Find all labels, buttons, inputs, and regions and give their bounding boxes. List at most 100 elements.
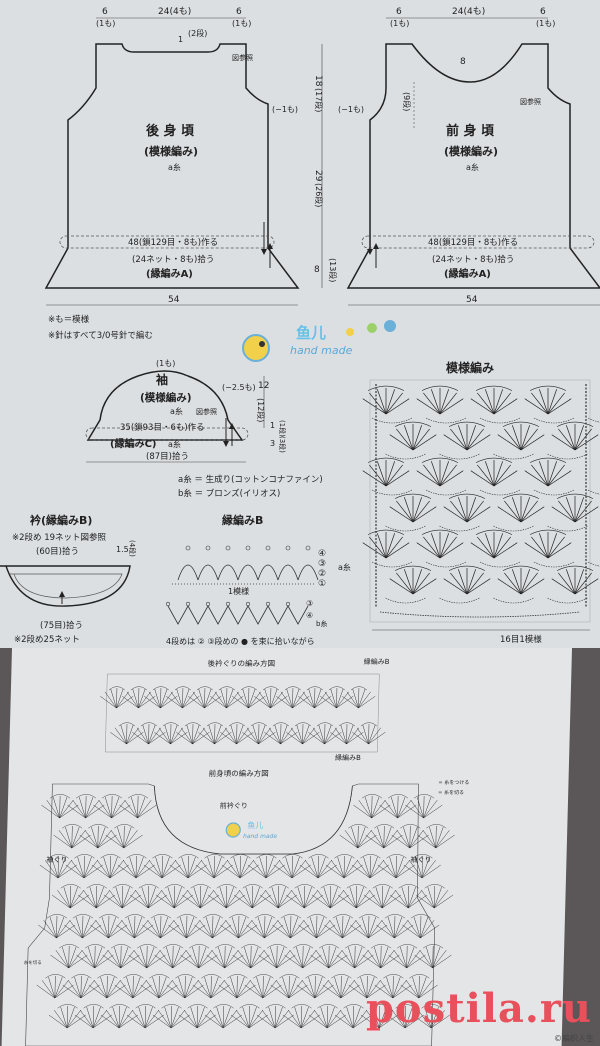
fan-stitch <box>148 732 166 745</box>
fan-stitch <box>320 1007 328 1029</box>
fan-stitch <box>174 890 189 909</box>
fan-stitch <box>118 1006 120 1028</box>
fan-stitch <box>309 917 317 939</box>
fan-stitch <box>242 1007 250 1029</box>
fan-stitch <box>466 572 484 595</box>
chain-arc <box>383 974 404 979</box>
fan-stitch <box>250 950 265 969</box>
chain-arc <box>360 854 381 859</box>
fan-stitch <box>263 950 277 969</box>
fan-stitch <box>342 917 351 939</box>
fan-stitch <box>201 860 215 879</box>
fan-stitch <box>409 830 424 849</box>
schematic-drawing: 6 24(4も) 6 (1も) (1も) 1 (2段) 図参照 (−1も) 後 … <box>0 6 600 646</box>
fan-stitch <box>374 947 381 969</box>
fan-stitch <box>85 800 100 819</box>
fan-stitch <box>100 696 117 709</box>
fan-stitch <box>358 696 376 709</box>
fan-stitch <box>122 894 142 909</box>
front-pickup: (24ネット・8も)拾う <box>432 254 514 265</box>
fan-stitch <box>153 917 161 939</box>
fan-stitch <box>83 857 92 879</box>
fan-stitch <box>213 857 222 879</box>
fan-stitch <box>106 976 108 998</box>
fan-stitch <box>185 950 199 969</box>
fan-stitch <box>166 984 185 999</box>
fan-stitch <box>432 950 447 969</box>
fan-stitch <box>412 428 430 451</box>
fan-stitch <box>148 727 161 745</box>
fan-stitch <box>364 797 372 819</box>
fan-stitch <box>343 860 358 879</box>
fan-stitch <box>236 732 254 745</box>
fan-stitch <box>158 976 160 998</box>
fan-stitch <box>120 946 122 968</box>
fan-stitch <box>112 1007 120 1029</box>
fan-stitch <box>314 980 329 999</box>
fan-stitch <box>226 696 244 709</box>
picot <box>285 545 291 551</box>
fan-stitch <box>423 797 432 819</box>
fan-stitch <box>80 977 89 999</box>
fan-stitch <box>123 830 138 849</box>
fan-stitch <box>264 924 284 939</box>
fan-stitch <box>396 572 414 595</box>
fan-stitch <box>54 977 63 999</box>
body-rows: (26段) <box>314 183 324 207</box>
fan-stitch <box>343 857 352 879</box>
fan-stitch <box>74 1014 94 1029</box>
fan-stitch <box>148 691 161 709</box>
front-cast-on: 48(鎖129目・8も)作る <box>428 237 518 248</box>
fan-stitch <box>84 830 98 849</box>
fan-stitch <box>531 464 549 487</box>
border-b-row4: ④ <box>318 549 326 559</box>
fan-stitch <box>357 826 359 848</box>
fan-stitch <box>236 977 245 999</box>
fan-stitch <box>210 1010 224 1029</box>
fan-stitch <box>160 916 162 938</box>
fan-stitch <box>457 425 468 451</box>
fan-stitch <box>424 1007 432 1029</box>
fan-stitch <box>376 533 387 559</box>
fan-stitch <box>314 696 332 709</box>
fan-stitch <box>334 977 342 999</box>
fan-stitch <box>71 830 86 849</box>
fan-stitch <box>170 691 183 709</box>
fan-stitch <box>251 886 253 908</box>
chain-arc <box>317 1004 338 1009</box>
chain-arc <box>161 1004 182 1009</box>
fan-stitch <box>195 864 215 879</box>
postila-watermark: postila.ru <box>365 985 592 1032</box>
fan-stitch <box>520 428 538 451</box>
fan-stitch <box>214 724 216 744</box>
fan-stitch <box>336 696 354 709</box>
fan-stitch <box>346 691 359 709</box>
fan-stitch <box>66 1010 81 1029</box>
collar-height: 1.5 <box>116 545 129 554</box>
chain-arc <box>529 457 567 463</box>
fan-stitch <box>265 860 280 879</box>
fan-stitch <box>38 924 57 939</box>
fan-stitch <box>239 857 248 879</box>
fan-stitch <box>272 924 291 939</box>
fan-stitch <box>316 917 325 939</box>
fan-stitch <box>85 804 105 819</box>
chain-arc <box>228 722 246 727</box>
fan-stitch <box>222 1010 237 1029</box>
fan-stitch <box>224 954 244 969</box>
fan-stitch <box>430 461 441 487</box>
fan-stitch <box>421 856 423 878</box>
fan-stitch <box>117 864 137 879</box>
fan-stitch <box>328 947 337 969</box>
sleeve-pattern: (模様編み) <box>140 391 192 404</box>
fan-stitch <box>504 428 522 451</box>
fan-stitch <box>434 890 449 909</box>
fan-stitch <box>394 924 414 939</box>
fan-stitch <box>137 804 157 819</box>
fan-stitch <box>430 1014 450 1029</box>
fan-stitch <box>470 398 495 415</box>
fan-stitch <box>367 950 381 969</box>
fan-stitch <box>285 894 305 909</box>
fan-stitch <box>520 434 545 451</box>
fan-stitch <box>126 732 144 745</box>
